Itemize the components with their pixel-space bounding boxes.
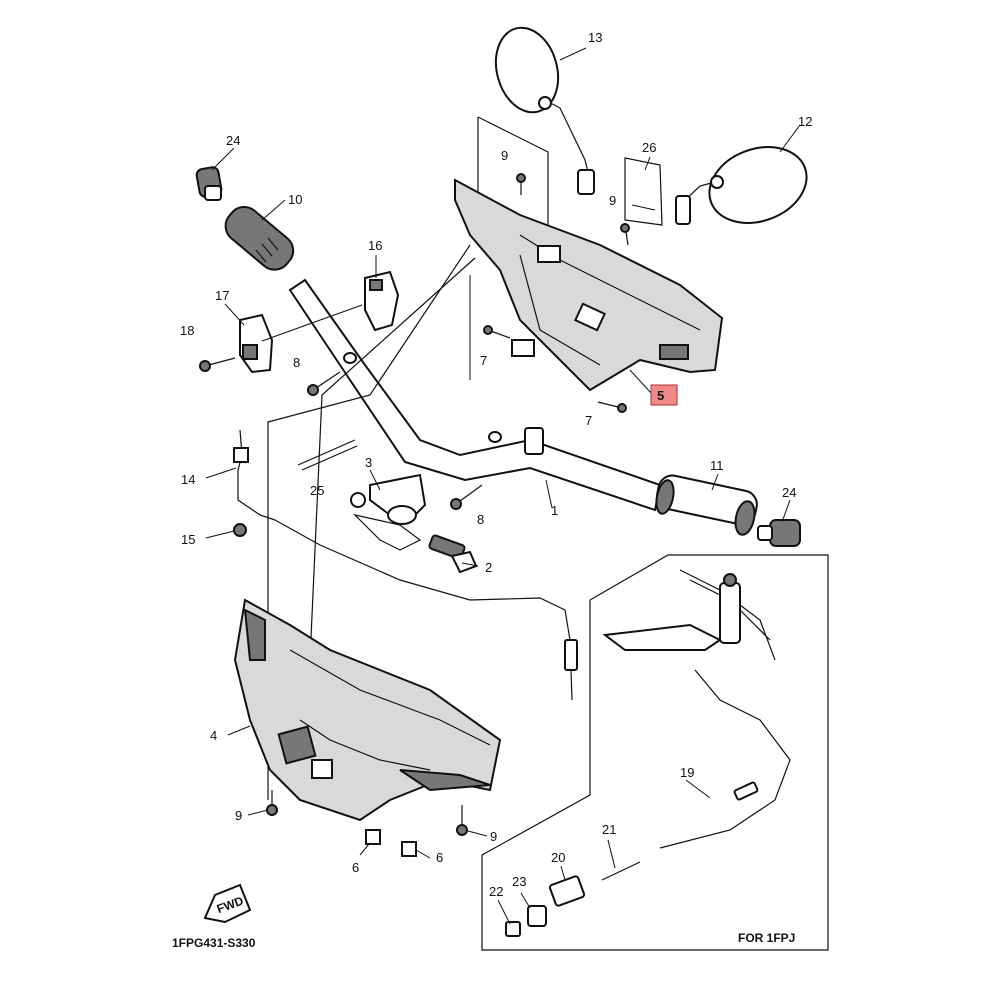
callout-21: 21	[602, 822, 616, 837]
upper-handle-cover	[454, 178, 724, 392]
callout-23: 23	[512, 874, 526, 889]
callout-8-mid: 8	[477, 512, 484, 527]
guide-14	[233, 429, 276, 521]
callout-7-a: 7	[480, 353, 487, 368]
lower-handle-cover	[233, 598, 502, 822]
screw-18	[199, 357, 236, 372]
holder-16	[364, 270, 400, 332]
callout-9-right: 9	[609, 193, 616, 208]
callout-9-lower-right: 9	[490, 829, 497, 844]
callout-7-b: 7	[585, 413, 592, 428]
inset-label: FOR 1FPJ	[738, 931, 795, 945]
highlight-box-part-5	[650, 384, 678, 406]
callout-2: 2	[485, 560, 492, 575]
callout-17: 17	[215, 288, 229, 303]
band-25	[297, 439, 356, 466]
screw-9-top	[516, 173, 526, 195]
callout-26: 26	[642, 140, 656, 155]
screw-7-b	[597, 401, 627, 413]
callout-19: 19	[680, 765, 694, 780]
screw-15	[233, 523, 247, 537]
callout-5: 5	[657, 388, 664, 403]
callout-6-b: 6	[436, 850, 443, 865]
callout-8-left: 8	[293, 355, 300, 370]
screw-9-top-right	[620, 223, 630, 246]
callout-9-lower-left: 9	[235, 808, 242, 823]
holder-3	[350, 473, 427, 551]
callout-11: 11	[710, 458, 724, 473]
callout-15: 15	[181, 532, 195, 547]
screw-8-left	[307, 371, 341, 396]
end-cap-right	[757, 519, 801, 547]
screw-7-a	[483, 325, 511, 339]
right-grip	[655, 474, 758, 536]
fwd-arrow-icon: FWD	[203, 883, 252, 924]
callout-9-top: 9	[501, 148, 508, 163]
callout-18: 18	[180, 323, 194, 338]
callout-leaders	[205, 47, 801, 925]
screw-9-lower-right	[456, 805, 468, 836]
cable	[274, 519, 573, 701]
mirror-right	[675, 146, 808, 225]
gasket-26	[624, 157, 663, 226]
nut-6-b	[401, 841, 417, 857]
callout-16: 16	[368, 238, 382, 253]
callout-20: 20	[551, 850, 565, 865]
holder-17	[239, 313, 274, 374]
callout-4: 4	[210, 728, 217, 743]
callout-3: 3	[365, 455, 372, 470]
end-cap-left	[195, 166, 223, 201]
callout-1: 1	[551, 503, 558, 518]
callout-14: 14	[181, 472, 195, 487]
callout-22: 22	[489, 884, 503, 899]
callout-24-right: 24	[782, 485, 796, 500]
nut-6-a	[365, 829, 381, 845]
callout-24-left: 24	[226, 133, 240, 148]
callout-13: 13	[588, 30, 602, 45]
diagram-code: 1FPG431-S330	[172, 936, 256, 950]
callout-10: 10	[288, 192, 302, 207]
bolt-2	[428, 534, 478, 574]
inset-1fpj: FOR 1FPJ	[481, 554, 829, 951]
callout-6-a: 6	[352, 860, 359, 875]
mirror-left	[494, 26, 595, 195]
screw-8-mid	[450, 484, 483, 510]
callout-12: 12	[798, 114, 812, 129]
left-grip	[224, 205, 295, 271]
callout-labels: 13 12 26 9 9 24 10 16 17 18 8 7 7 5 11 2…	[180, 30, 812, 899]
group-outline-left	[267, 244, 471, 800]
callout-25: 25	[310, 483, 324, 498]
